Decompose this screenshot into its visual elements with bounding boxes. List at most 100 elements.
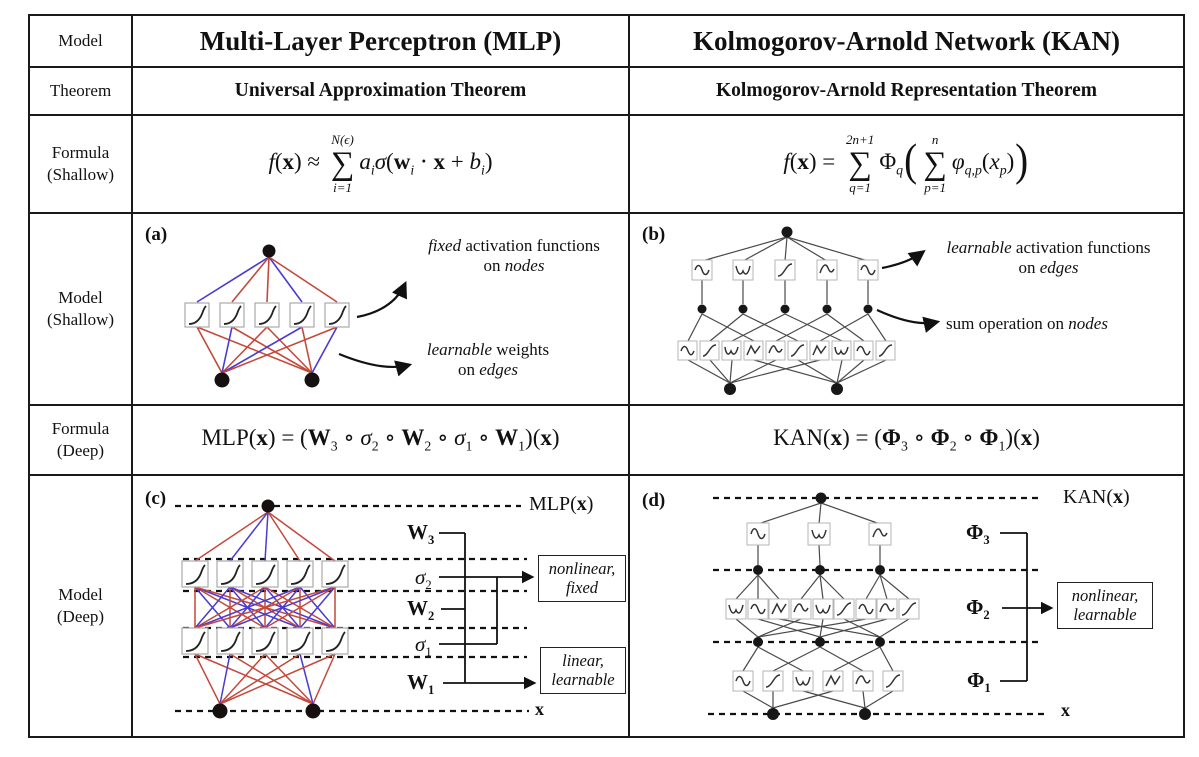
formula-token: i: [410, 162, 415, 178]
comparison-table: Model Multi-Layer Perceptron (MLP) Kolmo…: [28, 14, 1185, 738]
formula-token: Φ: [966, 595, 984, 619]
panel-tag: (b): [642, 224, 666, 245]
formula-token: x: [1113, 486, 1123, 508]
sigma2-label: σ2: [415, 565, 432, 593]
fixed-activation-annotation: fixed activation functions on nodes: [406, 236, 622, 277]
formula-token: (: [981, 149, 990, 175]
box-line: linear,: [562, 651, 604, 670]
phi3-label: Φ3: [966, 520, 990, 548]
learnable-activation-annotation: learnable activation functions on edges: [926, 238, 1171, 279]
mlp-theorem-text: Universal Approximation Theorem: [234, 80, 527, 101]
formula-token: 1: [425, 645, 432, 660]
kan-column-title: Kolmogorov-Arnold Network (KAN): [630, 16, 1183, 68]
formula-token: ) ≈: [294, 149, 326, 175]
formula-token: (: [274, 149, 283, 175]
formula-token: ): [1032, 425, 1040, 451]
formula-token: 1: [998, 438, 1006, 454]
formula-token: learnable: [426, 340, 492, 359]
learnable-weights-annotation: learnable weights on edges: [412, 340, 564, 381]
row-label-formula-shallow: Formula (Shallow): [30, 116, 133, 214]
nodes: [212, 499, 321, 719]
formula-token: x: [797, 149, 809, 175]
formula-token: σ: [374, 149, 387, 175]
formula-token: b: [469, 149, 482, 175]
formula-token: 1: [428, 683, 435, 698]
formula-token: ∘: [378, 425, 402, 451]
bracket-connectors: [439, 532, 537, 690]
nonlinear-learnable-box: nonlinear, learnable: [1057, 582, 1153, 629]
formula-token: p=1: [924, 179, 947, 195]
formula-token: f: [268, 149, 275, 175]
formula-token: q: [896, 162, 904, 178]
input-x-label: x: [1061, 700, 1070, 721]
formula-token: ∘: [431, 425, 455, 451]
formula-token: ): [484, 149, 493, 175]
annotation-line: learnable activation functions: [926, 238, 1171, 258]
formula-token: x: [540, 425, 552, 451]
row-label-theorem: Theorem: [30, 68, 133, 116]
formula-token: q=1: [849, 179, 872, 195]
formula-token: edges: [1039, 258, 1079, 278]
kan-title-text: Kolmogorov-Arnold Network (KAN): [693, 25, 1120, 56]
formula-token: (: [789, 149, 798, 175]
formula-token: 3: [983, 533, 990, 548]
formula-token: 2: [425, 578, 432, 593]
formula-token: KAN(: [773, 425, 831, 451]
formula-token: Φ: [979, 425, 999, 451]
formula-token: ∘: [337, 425, 361, 451]
formula-token: x: [535, 699, 544, 719]
formula-token: ): [586, 493, 594, 515]
formula-token: ): [1123, 486, 1130, 508]
formula-token: 2n+1∑q=1: [846, 132, 874, 195]
formula-token: Φ: [881, 425, 901, 451]
box-line: learnable: [551, 670, 615, 690]
kan-deep-formula: KAN(x) = (Φ3 ∘ Φ2 ∘ Φ1)(x): [630, 406, 1183, 476]
formula-token: 2: [371, 438, 379, 454]
layer-dashed-lines: [708, 496, 1046, 716]
nodes: [753, 492, 885, 720]
formula-token: Φ: [966, 520, 984, 544]
formula-token: on: [458, 360, 480, 380]
kan-deep-network-diagram: [708, 492, 1054, 720]
formula-token: i: [370, 162, 375, 178]
formula-token: σ: [360, 425, 372, 451]
formula-token: fixed: [428, 236, 462, 255]
kan-theorem-text: Kolmogorov-Arnold Representation Theorem: [716, 80, 1097, 101]
formula-token: weights: [492, 340, 550, 359]
formula-token: x: [830, 425, 843, 451]
mlp-deep-formula-text: MLP(x) = (W3 ∘ σ2 ∘ W2 ∘ σ1 ∘ W1)(x): [201, 425, 559, 455]
formula-token: n: [931, 132, 939, 148]
formula-token: Φ: [879, 149, 897, 175]
row-label-text: Formula: [51, 419, 110, 439]
formula-token: σ: [415, 632, 426, 656]
w1-label: W1: [407, 670, 434, 698]
formula-token: edges: [479, 360, 518, 380]
formula-token: activation functions: [461, 236, 600, 255]
formula-token: p: [999, 162, 1007, 178]
formula-token: 2: [428, 609, 435, 624]
panel-tag: (a): [145, 224, 168, 245]
panel-tag: (d): [642, 490, 666, 511]
formula-token: activation functions: [1011, 238, 1151, 257]
box-line: nonlinear,: [548, 559, 616, 578]
annotation-arrows: [876, 250, 941, 333]
formula-token: ): [1006, 149, 1015, 175]
formula-token: )(: [1005, 425, 1021, 451]
formula-token: KAN(: [1063, 486, 1113, 508]
formula-token: a: [359, 149, 371, 175]
formula-token: 3: [330, 438, 338, 454]
formula-token: sum operation on: [946, 314, 1069, 333]
box-line: learnable: [1073, 605, 1137, 625]
formula-token: ∑: [848, 145, 872, 182]
annotation-arrows: [338, 281, 413, 377]
formula-token: i: [481, 162, 485, 178]
formula-token: ∘: [907, 425, 931, 451]
formula-token: on: [1018, 258, 1040, 278]
mlp-column-title: Multi-Layer Perceptron (MLP): [133, 16, 630, 68]
annotation-line: on edges: [926, 258, 1171, 278]
row-label-text: Model: [58, 288, 103, 308]
box-line: fixed: [565, 578, 599, 598]
annotation-line: on edges: [412, 360, 564, 380]
nonlinear-fixed-box: nonlinear, fixed: [538, 555, 626, 602]
